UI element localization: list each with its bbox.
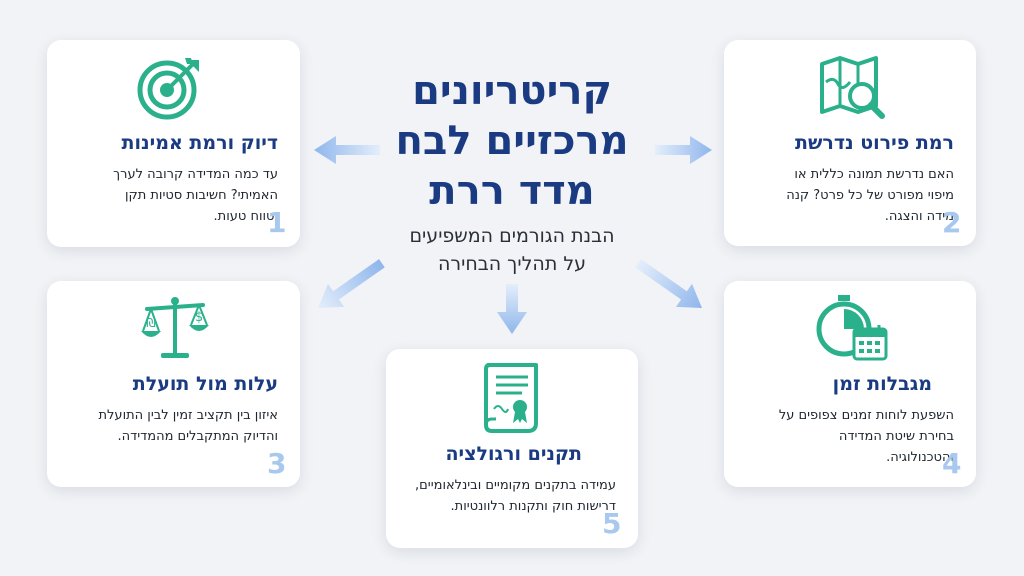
card-description: השפעת לוחות זמנים צפופים על בחירת שיטת ה… — [779, 405, 954, 468]
page-subtitle: הבנת הגורמים המשפיעים על תהליך הבחירה — [350, 222, 674, 278]
card-title: עלות מול תועלת — [132, 373, 278, 395]
desc-line: והטכנולוגיה. — [886, 450, 954, 465]
map-search-icon — [820, 56, 885, 119]
arrow-to-card-4 — [635, 259, 702, 308]
arrow-to-card-2 — [655, 136, 712, 164]
card-accuracy: דיוק ורמת אמינות עד כמה המדידה קרובה לער… — [47, 40, 300, 247]
desc-line: וטווח טעות. — [213, 209, 278, 224]
title-line-3: מדד ררת — [429, 168, 595, 214]
certificate-scroll-icon — [484, 363, 538, 433]
card-number: 5 — [602, 507, 622, 540]
desc-line: מיפוי מפורט של כל פרט? קנה — [786, 188, 954, 203]
card-standards-regulation: תקנים ורגולציה עמידה בתקנים מקומיים ובינ… — [386, 349, 638, 548]
subtitle-line-2: על תהליך הבחירה — [437, 253, 587, 275]
desc-line: עד כמה המדידה קרובה לערך — [113, 167, 278, 182]
desc-line: דרישות חוק ותקנות רלוונטיות. — [450, 499, 616, 514]
card-detail-level: רמת פירוט נדרשת האם נדרשת תמונה כללית או… — [724, 40, 976, 246]
desc-line: השפעת לוחות זמנים צפופים על — [778, 408, 954, 423]
title-line-2: מרכזיים לבח — [395, 118, 629, 164]
desc-line: עמידה בתקנים מקומיים ובינלאומיים, — [415, 478, 616, 493]
desc-line: והדיוק המתקבלים מהמדידה. — [117, 429, 278, 444]
stopwatch-calendar-icon — [816, 295, 888, 361]
desc-line: בחירת שיטת המדידה — [838, 429, 954, 444]
svg-text:$: $ — [195, 310, 203, 325]
subtitle-line-1: הבנת הגורמים המשפיעים — [409, 225, 615, 247]
card-number: 3 — [267, 447, 287, 480]
card-number: 2 — [942, 206, 962, 239]
card-title: תקנים ורגולציה — [445, 443, 582, 465]
target-icon — [137, 58, 199, 120]
card-description: איזון בין תקציב זמין לבין התועלת והדיוק … — [99, 405, 279, 447]
card-title: מגבלות זמן — [832, 373, 932, 395]
card-description: האם נדרשת תמונה כללית או מיפוי מפורט של … — [786, 164, 954, 227]
desc-line: מידה והצגה. — [884, 209, 954, 224]
title-line-1: קריטריונים — [412, 68, 612, 114]
card-cost-benefit: ₪ $ עלות מול תועלת איזון בין תקציב זמין … — [47, 281, 300, 487]
page-title: קריטריונים מרכזיים לבח מדד ררת — [350, 66, 674, 216]
svg-text:₪: ₪ — [146, 316, 155, 330]
balance-scale-icon: ₪ $ — [141, 297, 209, 358]
card-number: 1 — [267, 206, 287, 239]
card-time-constraints: מגבלות זמן השפעת לוחות זמנים צפופים על ב… — [724, 281, 976, 487]
desc-line: האם נדרשת תמונה כללית או — [794, 167, 954, 182]
arrow-to-card-5 — [497, 284, 527, 334]
card-description: עמידה בתקנים מקומיים ובינלאומיים, דרישות… — [415, 475, 616, 517]
desc-line: האמיתי? חשיבות סטיות תקן — [124, 188, 278, 203]
desc-line: איזון בין תקציב זמין לבין התועלת — [98, 408, 279, 423]
card-title: דיוק ורמת אמינות — [121, 132, 278, 154]
card-description: עד כמה המדידה קרובה לערך האמיתי? חשיבות … — [113, 164, 278, 227]
card-number: 4 — [942, 447, 962, 480]
arrow-to-card-3 — [318, 259, 385, 308]
card-title: רמת פירוט נדרשת — [795, 132, 954, 154]
arrow-to-card-1 — [314, 136, 380, 164]
